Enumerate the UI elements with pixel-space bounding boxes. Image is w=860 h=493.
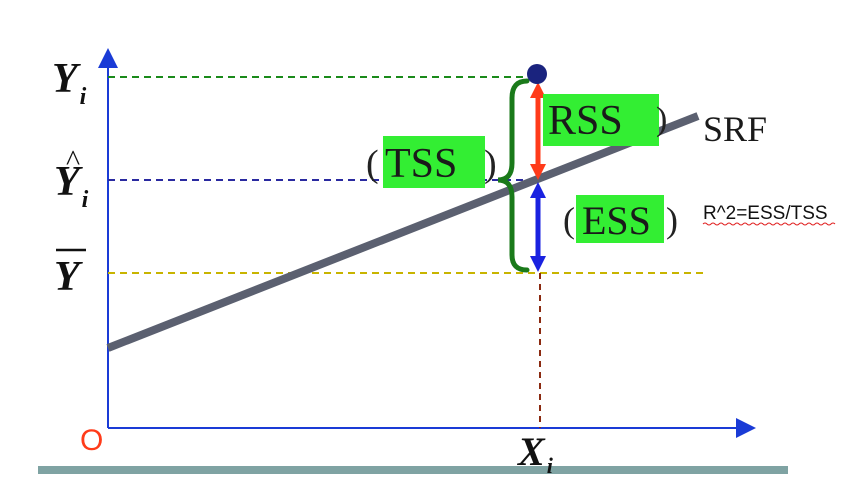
srf-label: SRF bbox=[703, 109, 767, 149]
rss-label: RSS bbox=[548, 98, 623, 144]
rss-arrow-top-head bbox=[530, 82, 546, 98]
r-squared-formula: R^2=ESS/TSS bbox=[703, 203, 828, 224]
yi-label: Yi bbox=[52, 56, 87, 110]
yhat-label: Yi bbox=[54, 159, 89, 213]
srf-line bbox=[106, 112, 700, 352]
rss-box bbox=[543, 94, 659, 146]
tss-brace bbox=[497, 78, 530, 273]
formula-spellcheck-underline bbox=[702, 222, 836, 226]
tss-label: TSS bbox=[385, 141, 457, 187]
yhat-hat: ^ bbox=[66, 144, 80, 177]
ess-arrow-bottom-head bbox=[530, 256, 546, 272]
xi-label: Xi bbox=[516, 429, 554, 478]
ybar-label: Y bbox=[54, 254, 83, 300]
ground-bar bbox=[38, 466, 788, 474]
tss-close-paren: ) bbox=[484, 143, 497, 185]
rss-arrow-bottom-head bbox=[530, 164, 546, 180]
origin-label: O bbox=[80, 424, 103, 457]
ess-open-paren: ( bbox=[563, 200, 575, 240]
tss-open-paren: ( bbox=[366, 143, 379, 185]
rss-close-paren: ) bbox=[656, 101, 667, 138]
ess-label: ESS bbox=[582, 198, 651, 243]
ess-box bbox=[576, 195, 664, 243]
ess-arrow-top-head bbox=[530, 182, 546, 198]
ess-close-paren: ) bbox=[666, 200, 678, 240]
observed-point bbox=[527, 64, 547, 84]
tss-box bbox=[383, 136, 485, 188]
